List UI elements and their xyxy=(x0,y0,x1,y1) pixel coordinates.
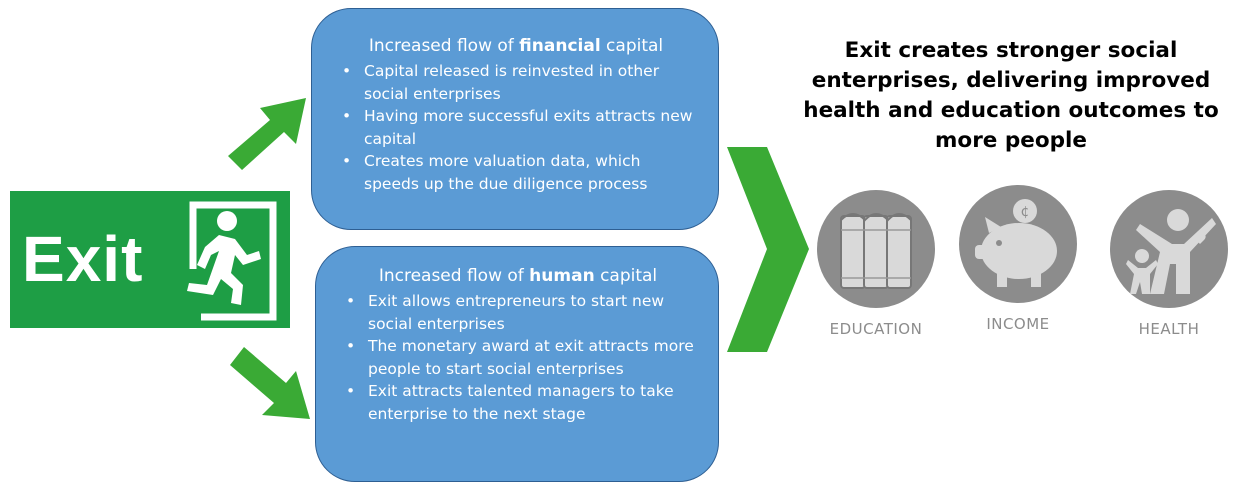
education-label: EDUCATION xyxy=(829,320,923,338)
piggy-bank-icon: ¢ xyxy=(959,185,1077,303)
books-icon xyxy=(817,190,935,308)
list-item: Having more successful exits attracts ne… xyxy=(342,105,698,150)
list-item: Exit allows entrepreneurs to start new s… xyxy=(346,290,698,335)
exit-label: Exit xyxy=(22,223,144,295)
chevron-right-icon xyxy=(727,147,809,352)
running-man-icon xyxy=(177,201,277,321)
family-icon xyxy=(1110,190,1228,308)
arrow-up-right-icon xyxy=(228,98,306,170)
list-item: Exit attracts talented managers to take … xyxy=(346,380,698,425)
education-outcome: EDUCATION xyxy=(811,190,941,350)
list-item: The monetary award at exit attracts more… xyxy=(346,335,698,380)
exit-sign: Exit xyxy=(10,191,290,328)
health-outcome: HEALTH xyxy=(1104,190,1234,350)
financial-bullet-list: Capital released is reinvested in other … xyxy=(334,60,698,195)
financial-box-title: Increased flow of financial capital xyxy=(368,36,664,56)
income-label: INCOME xyxy=(986,315,1050,333)
human-capital-box: Increased flow of human capital Exit all… xyxy=(315,246,719,482)
human-bullet-list: Exit allows entrepreneurs to start new s… xyxy=(338,290,698,425)
arrow-down-right-icon xyxy=(230,347,310,419)
health-label: HEALTH xyxy=(1138,320,1200,338)
list-item: Capital released is reinvested in other … xyxy=(342,60,698,105)
list-item: Creates more valuation data, which speed… xyxy=(342,150,698,195)
financial-capital-box: Increased flow of financial capital Capi… xyxy=(311,8,719,230)
human-box-title: Increased flow of human capital xyxy=(378,266,658,286)
outcome-heading: Exit creates stronger social enterprises… xyxy=(803,38,1219,153)
svg-text:¢: ¢ xyxy=(1021,204,1030,220)
income-outcome: ¢ INCOME xyxy=(953,185,1083,345)
